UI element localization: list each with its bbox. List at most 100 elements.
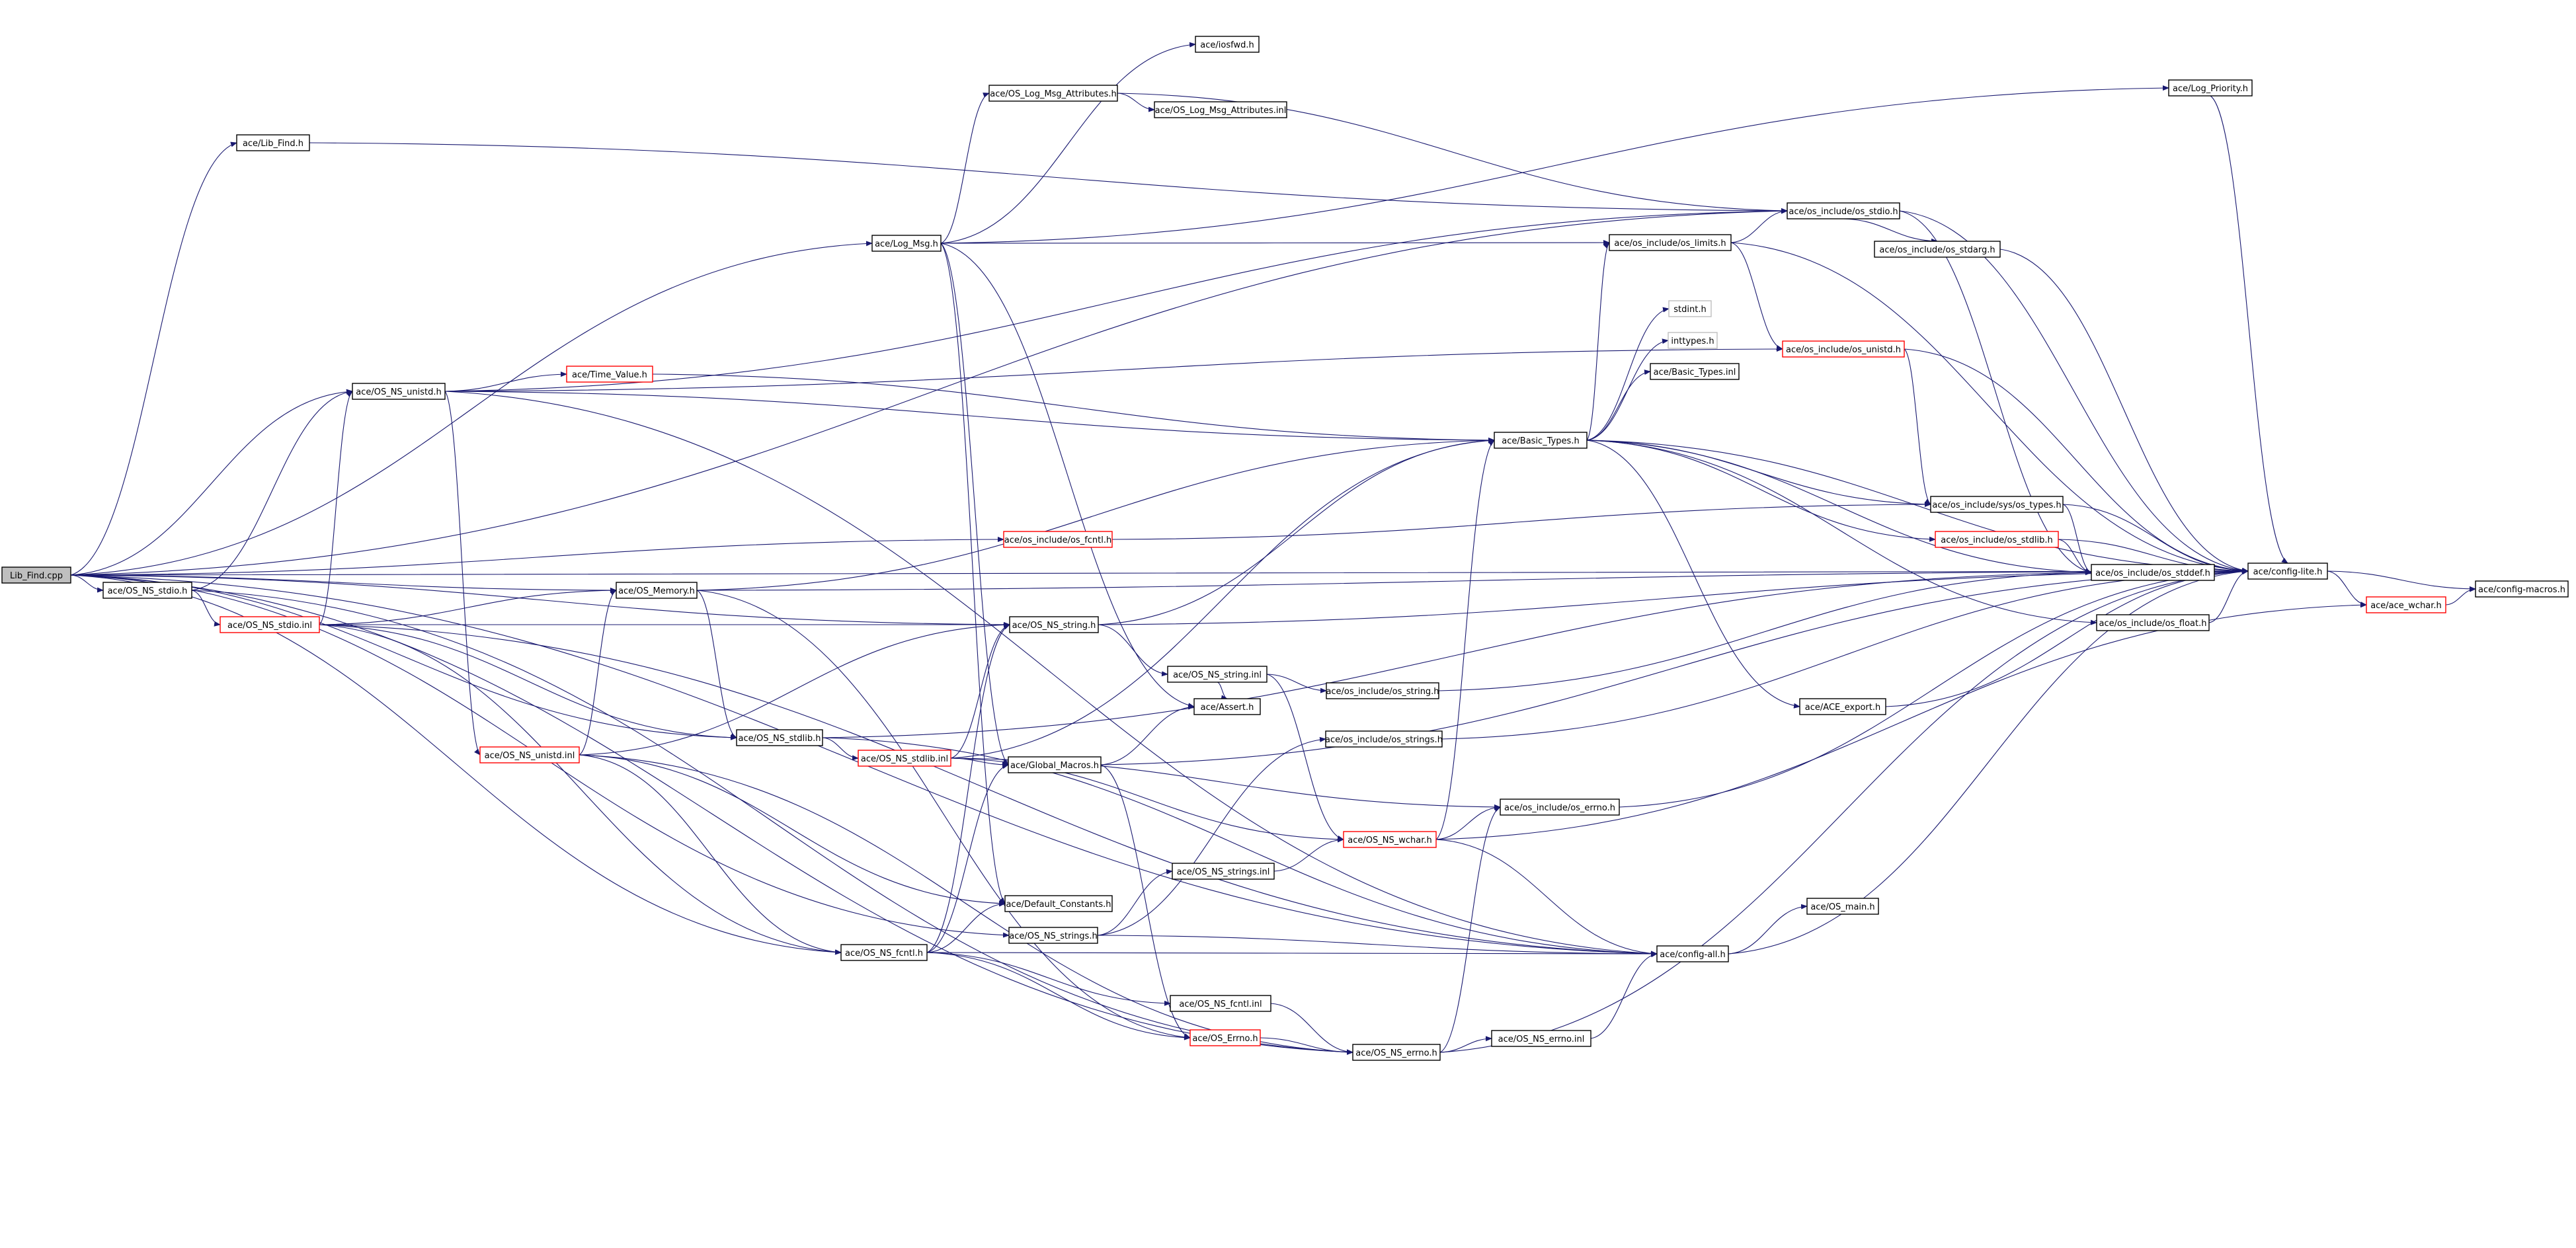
graph-node-n16[interactable]: ace/OS_NS_string.h	[1009, 616, 1099, 633]
edge-n45-to-n47	[2208, 569, 2249, 623]
node-box	[616, 582, 698, 599]
node-label: ace/OS_NS_errno.h	[1355, 1048, 1437, 1058]
node-box	[736, 729, 823, 746]
graph-node-n38[interactable]: ace/OS_main.h	[1806, 898, 1879, 915]
edge-n25-to-n44	[1438, 570, 2092, 691]
graph-node-n39[interactable]: ace/ACE_export.h	[1799, 698, 1886, 715]
node-label: ace/OS_Log_Msg_Attributes.h	[990, 89, 1116, 99]
graph-node-n24[interactable]: ace/OS_NS_strings.inl	[1172, 863, 1275, 880]
node-label: ace/os_include/os_unistd.h	[1786, 345, 1901, 355]
graph-node-n20[interactable]: ace/OS_NS_strings.h	[1008, 927, 1098, 944]
graph-node-n43[interactable]: ace/os_include/os_stdlib.h	[1935, 531, 2059, 548]
node-box	[1195, 36, 1260, 53]
graph-node-n40[interactable]: ace/os_include/os_stdarg.h	[1874, 241, 2001, 258]
graph-node-n1[interactable]: ace/Lib_Find.h	[236, 134, 310, 151]
edge-n8-to-n9	[822, 737, 859, 761]
edge-n41-to-n47	[1904, 348, 2249, 574]
node-box	[1009, 616, 1099, 633]
edge-n41-to-n42	[1904, 348, 1931, 505]
graph-node-n28[interactable]: ace/OS_NS_errno.h	[1352, 1044, 1441, 1061]
nodes-layer: Lib_Find.cppace/Lib_Find.hace/Log_Msg.ha…	[1, 36, 2569, 1061]
graph-node-n26[interactable]: ace/os_include/os_strings.h	[1325, 730, 1443, 748]
graph-node-n5[interactable]: ace/OS_NS_stdio.inl	[220, 616, 320, 633]
graph-node-n4[interactable]: ace/OS_NS_stdio.h	[102, 582, 192, 599]
edge-n39-to-n47	[1885, 568, 2249, 707]
node-box	[1352, 1044, 1441, 1061]
graph-node-n48[interactable]: ace/ace_wchar.h	[2366, 596, 2446, 613]
node-label: inttypes.h	[1671, 336, 1714, 346]
graph-node-n46[interactable]: ace/Log_Priority.h	[2168, 79, 2253, 97]
node-box	[1003, 531, 1113, 548]
edge-n40-to-n47	[1999, 249, 2249, 573]
graph-node-n19[interactable]: ace/Default_Constants.h	[1004, 895, 1113, 912]
graph-node-n47[interactable]: ace/config-lite.h	[2247, 563, 2328, 580]
node-box	[220, 616, 320, 633]
graph-node-n12[interactable]: ace/OS_Log_Msg_Attributes.h	[988, 85, 1118, 102]
graph-node-n25[interactable]: ace/os_include/os_string.h	[1326, 682, 1439, 699]
node-label: ace/OS_NS_unistd.inl	[485, 751, 575, 761]
graph-node-n37[interactable]: ace/config-all.h	[1656, 945, 1729, 962]
node-box	[1167, 666, 1268, 683]
node-box	[2475, 580, 2569, 598]
graph-node-n33[interactable]: inttypes.h	[1668, 332, 1718, 349]
graph-node-n0[interactable]: Lib_Find.cpp	[1, 566, 71, 584]
graph-node-n21[interactable]: ace/Assert.h	[1193, 698, 1261, 715]
edge-n20-to-n37	[1097, 935, 1658, 956]
edge-n30-to-n47	[1730, 242, 2249, 574]
graph-node-n17[interactable]: ace/OS_NS_string.inl	[1167, 666, 1268, 683]
node-box	[1, 566, 71, 584]
graph-node-n45[interactable]: ace/os_include/os_float.h	[2096, 614, 2210, 631]
node-label: ace/os_include/os_stdlib.h	[1941, 535, 2052, 545]
node-label: ace/Default_Constants.h	[1006, 900, 1111, 910]
graph-node-n49[interactable]: ace/config-macros.h	[2475, 580, 2569, 598]
edge-n24-to-n27	[1273, 837, 1344, 872]
edge-n26-to-n47	[1441, 568, 2249, 740]
edge-n36-to-n47	[1619, 568, 2249, 808]
graph-node-n27[interactable]: ace/OS_NS_wchar.h	[1343, 831, 1437, 848]
graph-node-n10[interactable]: ace/OS_NS_fcntl.h	[840, 944, 928, 961]
edge-n0-to-n31	[70, 208, 1788, 576]
edge-n23-to-n28	[1260, 1037, 1353, 1055]
graph-node-n11[interactable]: ace/iosfwd.h	[1195, 36, 1260, 53]
node-box	[1494, 432, 1588, 449]
graph-node-n31[interactable]: ace/os_include/os_stdio.h	[1787, 202, 1900, 219]
edge-n42-to-n44	[2062, 504, 2092, 574]
graph-node-n14[interactable]: ace/Time_Value.h	[566, 366, 653, 383]
graph-node-n35[interactable]: ace/Basic_Types.h	[1494, 432, 1588, 449]
edge-n6-to-n35	[696, 438, 1495, 591]
graph-node-n18[interactable]: ace/Global_Macros.h	[1008, 756, 1102, 773]
node-label: ace/Lib_Find.h	[243, 139, 303, 149]
edge-n10-to-n22	[926, 952, 1171, 1006]
edge-n0-to-n3	[70, 389, 353, 576]
graph-node-n23[interactable]: ace/OS_Errno.h	[1189, 1029, 1261, 1046]
graph-node-n41[interactable]: ace/os_include/os_unistd.h	[1782, 340, 1905, 358]
edge-n3-to-n14	[444, 371, 567, 392]
node-box	[1874, 241, 2001, 258]
graph-node-n13[interactable]: ace/OS_Log_Msg_Attributes.inl	[1154, 101, 1287, 118]
node-label: ace/Log_Priority.h	[2173, 84, 2248, 94]
edge-n2-to-n11	[940, 42, 1196, 244]
graph-node-n36[interactable]: ace/os_include/os_errno.h	[1500, 799, 1620, 816]
node-label: ace/OS_Log_Msg_Attributes.inl	[1155, 106, 1287, 116]
graph-node-n9[interactable]: ace/OS_NS_stdlib.inl	[858, 750, 951, 767]
graph-node-n34[interactable]: ace/Basic_Types.inl	[1650, 363, 1740, 380]
graph-node-n44[interactable]: ace/os_include/os_stddef.h	[2091, 564, 2215, 581]
graph-node-n15[interactable]: ace/os_include/os_fcntl.h	[1003, 531, 1113, 548]
node-box	[1650, 363, 1740, 380]
graph-node-n32[interactable]: stdint.h	[1668, 300, 1712, 317]
node-label: ace/OS_NS_stdlib.h	[739, 734, 821, 744]
graph-node-n3[interactable]: ace/OS_NS_unistd.h	[352, 383, 446, 400]
node-label: ace/OS_NS_stdio.h	[108, 586, 188, 596]
graph-node-n6[interactable]: ace/OS_Memory.h	[616, 582, 698, 599]
edge-n48-to-n49	[2445, 586, 2476, 605]
graph-node-n30[interactable]: ace/os_include/os_limits.h	[1609, 234, 1732, 251]
edge-n6-to-n23	[696, 590, 1191, 1040]
graph-node-n7[interactable]: ace/OS_NS_unistd.inl	[479, 746, 580, 763]
graph-node-n8[interactable]: ace/OS_NS_stdlib.h	[736, 729, 823, 746]
edge-n16-to-n17	[1098, 624, 1168, 677]
graph-node-n2[interactable]: ace/Log_Msg.h	[871, 235, 942, 252]
graph-node-n42[interactable]: ace/os_include/sys/os_types.h	[1930, 496, 2064, 513]
graph-node-n29[interactable]: ace/OS_NS_errno.inl	[1491, 1030, 1591, 1047]
graph-node-n22[interactable]: ace/OS_NS_fcntl.inl	[1170, 995, 1271, 1012]
edge-n14-to-n35	[652, 373, 1495, 443]
